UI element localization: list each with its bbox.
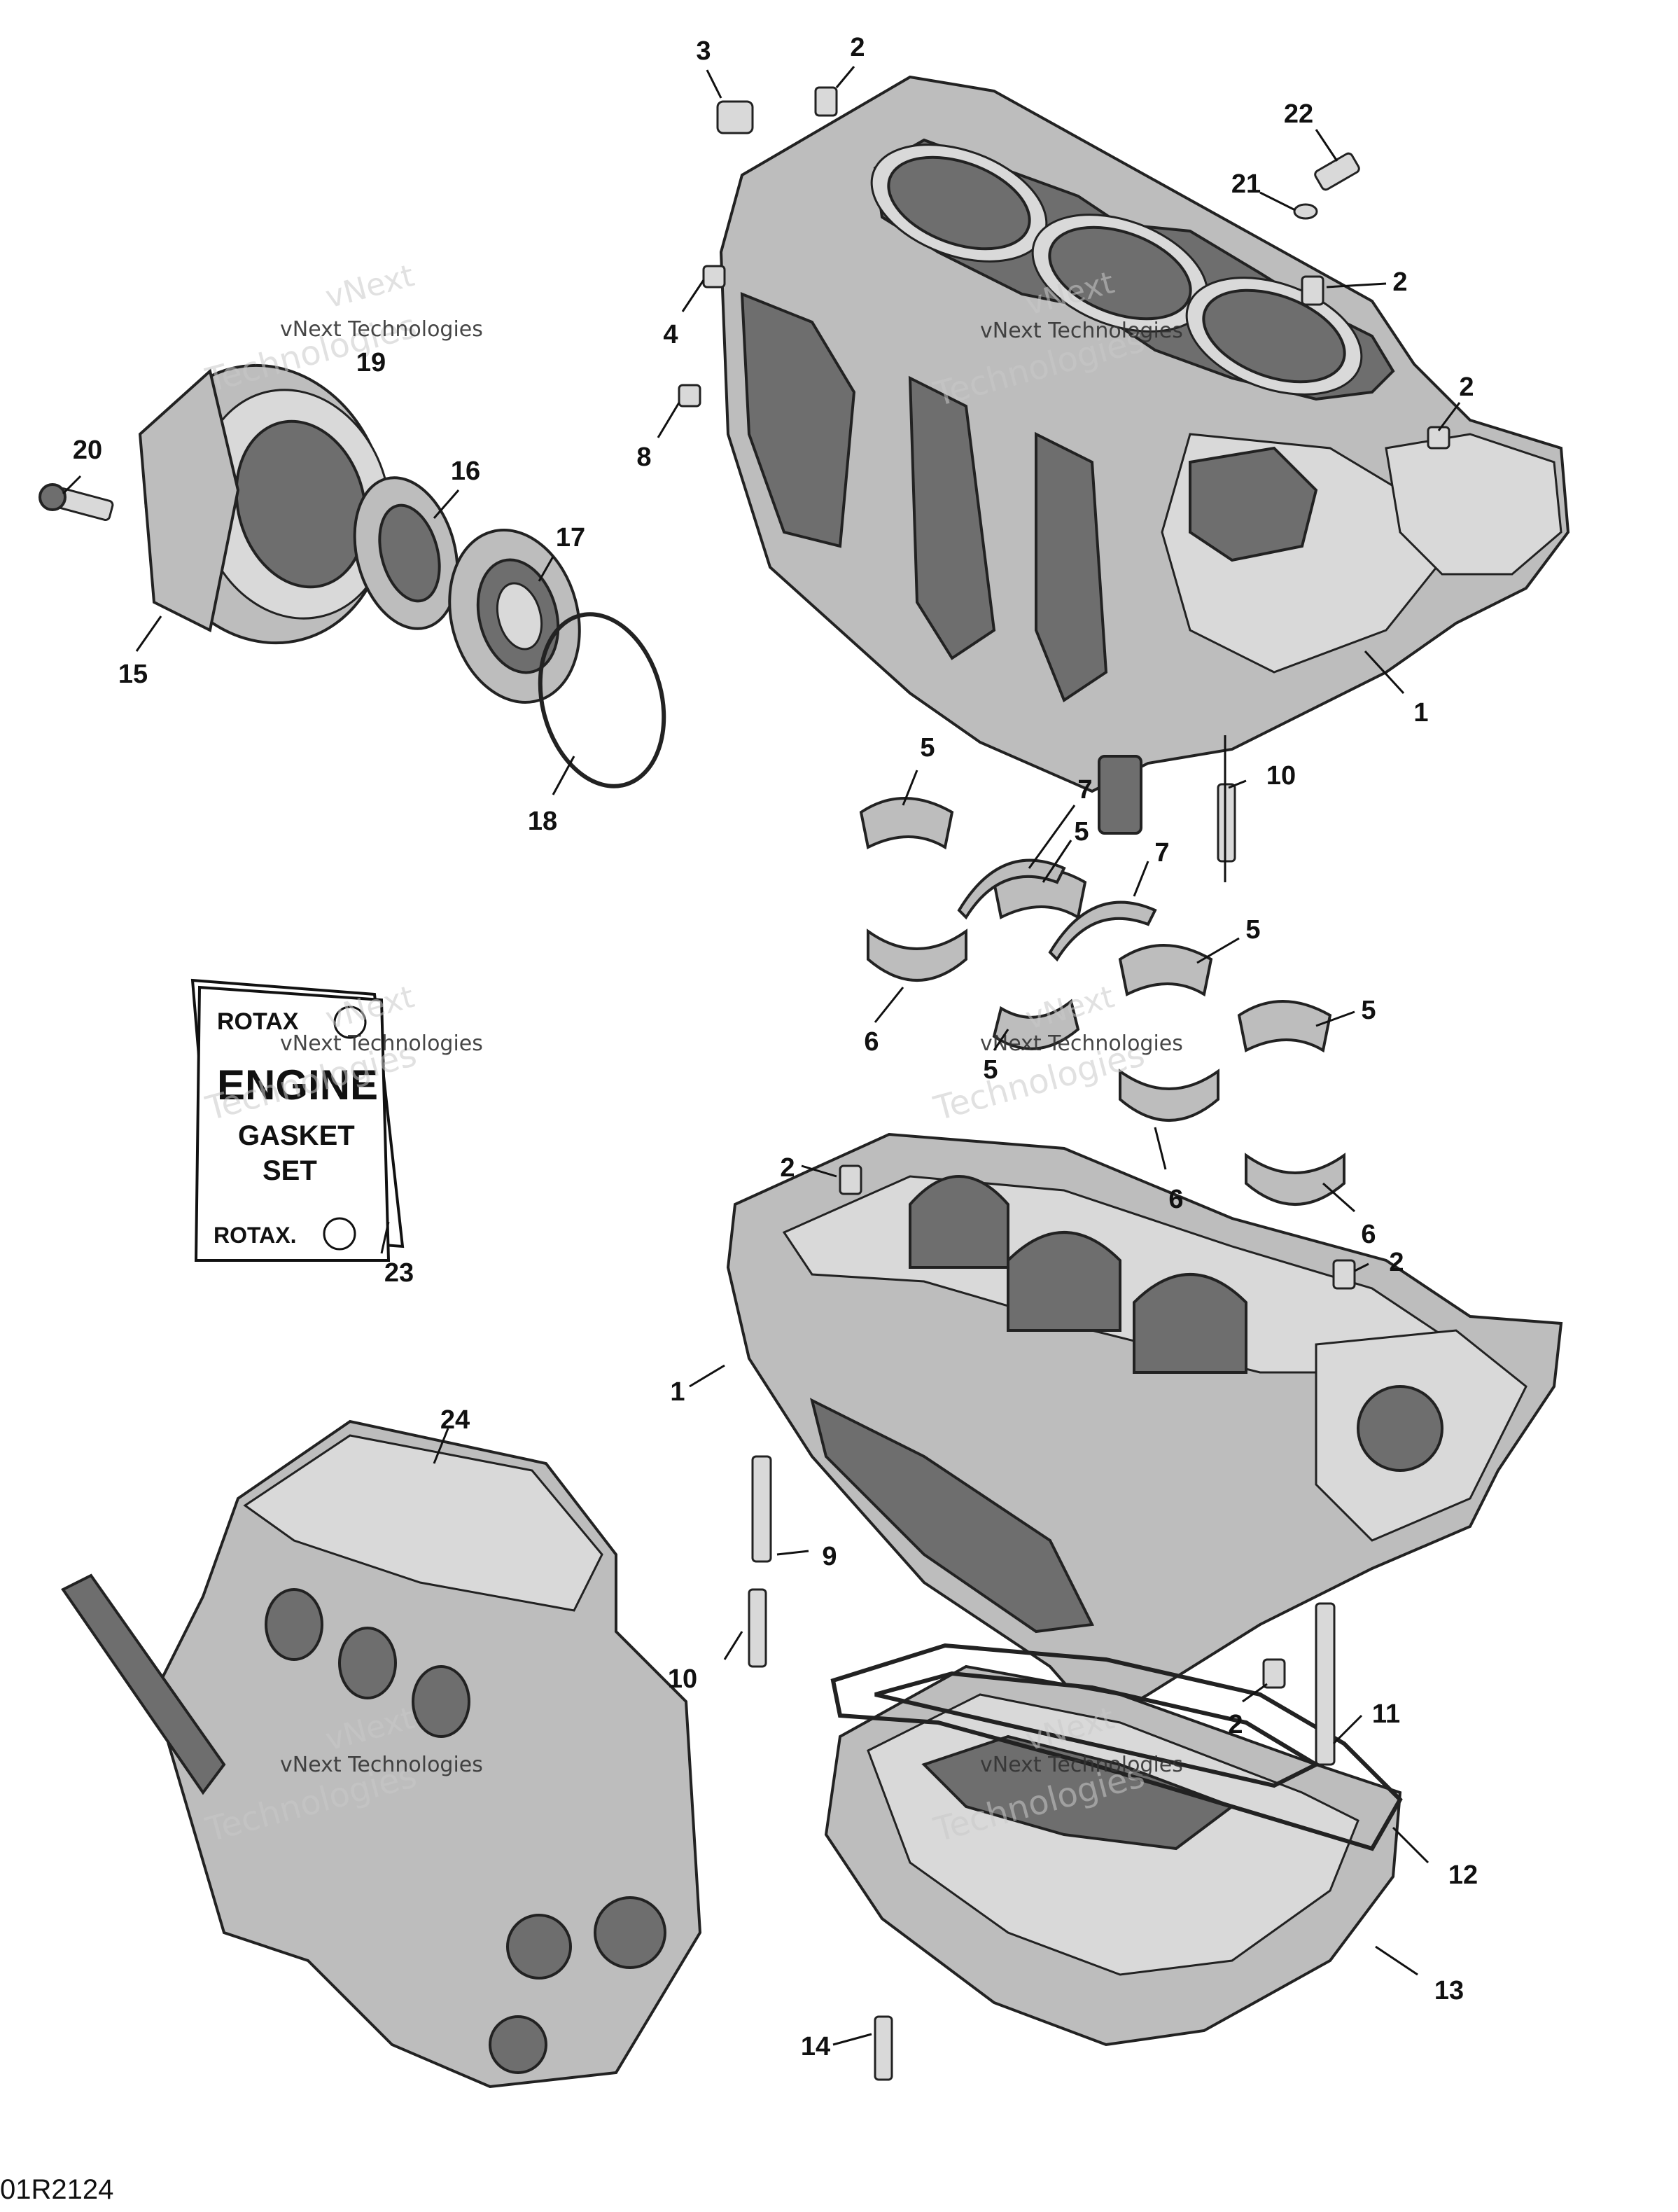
watermark-vnext-technologies: vNext Technologies: [980, 1753, 1183, 1777]
callout-23: 23: [384, 1258, 414, 1288]
watermark-vnext-technologies: vNext Technologies: [280, 1753, 483, 1777]
callout-6: 6: [1168, 1185, 1183, 1214]
callout-10: 10: [668, 1664, 697, 1694]
callout-5: 5: [1361, 996, 1376, 1025]
ball-bearing-17: [448, 529, 581, 704]
callout-14: 14: [801, 2032, 830, 2061]
callout-12: 12: [1448, 1860, 1478, 1890]
bearing-housing: [138, 363, 391, 645]
callout-11: 11: [1372, 1699, 1400, 1729]
callout-2: 2: [1459, 373, 1474, 402]
callout-7: 7: [1154, 838, 1169, 868]
watermark-vnext-technologies: vNext Technologies: [280, 317, 483, 342]
callout-2: 2: [1228, 1710, 1243, 1739]
callout-2: 2: [1389, 1248, 1404, 1277]
callout-5: 5: [983, 1055, 998, 1085]
callout-6: 6: [864, 1027, 879, 1057]
upper-crankcase: [719, 75, 1570, 835]
callout-1: 1: [1413, 698, 1428, 728]
callout-2: 2: [850, 33, 865, 62]
gasket-kit-box: ROTAX ENGINE GASKET SET ROTAX.: [190, 978, 405, 1262]
main-bearings: [859, 797, 1345, 1206]
callout-4: 4: [663, 320, 678, 349]
callout-15: 15: [118, 660, 148, 689]
callout-10: 10: [1266, 761, 1296, 791]
kit-line2: GASKET: [238, 1120, 355, 1151]
assembled-engine: [61, 1419, 702, 2089]
callout-5: 5: [1074, 817, 1089, 847]
callout-8: 8: [636, 443, 651, 472]
kit-line1: ENGINE: [217, 1062, 378, 1108]
callout-2: 2: [780, 1153, 795, 1183]
callout-24: 24: [440, 1405, 470, 1435]
watermark-vnext: vNext: [322, 258, 418, 316]
small-hardware: [678, 86, 1450, 2081]
reference-code: 01R2124: [0, 2174, 113, 2205]
lower-crankcase: [726, 1132, 1563, 1725]
callout-1: 1: [670, 1377, 685, 1407]
oil-pan-gasket: [830, 1643, 1403, 1851]
kit-brand-top: ROTAX: [217, 1008, 299, 1035]
callout-16: 16: [451, 457, 480, 486]
watermark-vnext-technologies: vNext Technologies: [980, 1031, 1183, 1056]
callout-7: 7: [1077, 775, 1092, 805]
callout-5: 5: [1245, 915, 1260, 945]
circlip-18: [538, 612, 666, 788]
callout-2: 2: [1392, 267, 1407, 297]
callout-13: 13: [1434, 1976, 1464, 2005]
bolt-20: [39, 483, 114, 522]
watermark-vnext-technologies: vNext Technologies: [980, 319, 1183, 343]
callout-20: 20: [73, 436, 102, 465]
callout-18: 18: [528, 807, 557, 836]
leader-lines: [62, 66, 1461, 2046]
oil-seal-16: [353, 476, 459, 630]
callout-17: 17: [556, 523, 585, 552]
kit-brand-bottom: ROTAX.: [214, 1223, 297, 1248]
callout-22: 22: [1284, 99, 1313, 129]
kit-line3: SET: [263, 1155, 317, 1186]
callout-5: 5: [920, 733, 935, 763]
watermark-vnext-technologies: vNext Technologies: [280, 1031, 483, 1056]
callouts: 3 2 22 21 2 4 2 8 19 20 16 17 15 1 5 10 …: [73, 33, 1478, 2061]
callout-21: 21: [1231, 169, 1261, 199]
callout-9: 9: [822, 1542, 837, 1571]
callout-3: 3: [696, 36, 711, 66]
callout-6: 6: [1361, 1220, 1376, 1249]
oil-pan: [824, 1664, 1402, 2047]
callout-19: 19: [356, 348, 386, 377]
